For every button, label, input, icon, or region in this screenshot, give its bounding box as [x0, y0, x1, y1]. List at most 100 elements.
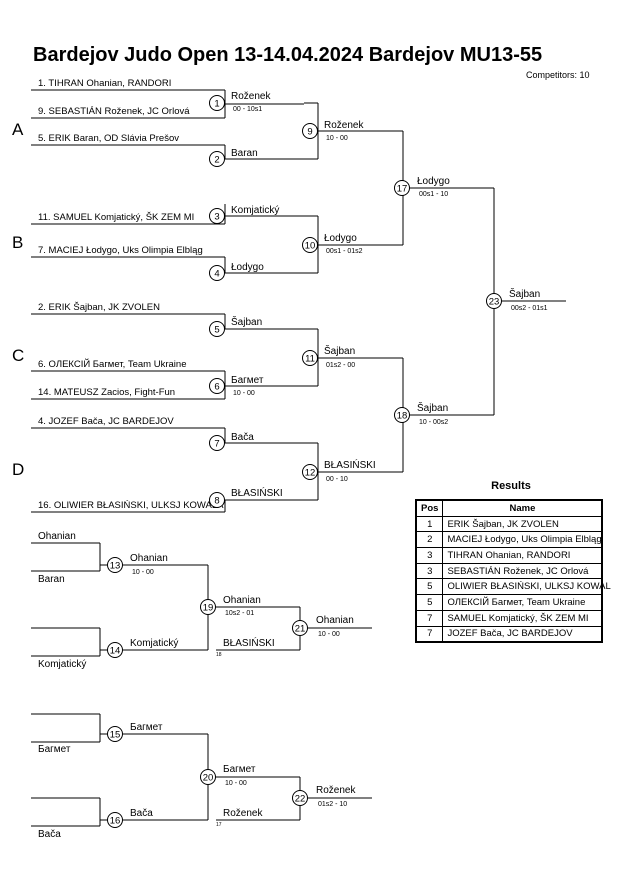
- match-score: 00 - 10s1: [233, 106, 262, 113]
- page-title: Bardejov Judo Open 13-14.04.2024 Bardejo…: [33, 44, 543, 66]
- results-header-row: Pos Name: [415, 499, 603, 517]
- match-number: 8: [214, 496, 219, 507]
- results-pos: 1: [415, 515, 444, 533]
- match-score: 10s2 - 01: [225, 610, 254, 617]
- match-number-circle: [302, 350, 318, 366]
- match-number: 20: [203, 773, 214, 784]
- results-pos: 2: [415, 531, 444, 549]
- match-number-circle: [209, 265, 225, 281]
- match-number: 14: [110, 646, 121, 657]
- results-name: MACIEJ Łodygo, Uks Olimpia Elbląg: [442, 531, 603, 549]
- match-number: 1: [214, 99, 219, 110]
- match-winner: Komjatický: [130, 638, 178, 649]
- results-title: Results: [491, 480, 531, 492]
- match-number-circle: [292, 790, 308, 806]
- pool-label-b: B: [12, 233, 23, 252]
- entry-label: 5. ERIK Baran, OD Slávia Prešov: [38, 133, 179, 144]
- match-number: 19: [203, 603, 214, 614]
- match-number-circle: [209, 435, 225, 451]
- match-number: 23: [489, 297, 500, 308]
- match-number: 12: [305, 468, 316, 479]
- match-score: 01s2 - 10: [318, 801, 347, 808]
- match-score: 00s2 - 01s1: [511, 305, 548, 312]
- match-number-circle: [302, 464, 318, 480]
- match-winner: Łodygo: [324, 233, 357, 244]
- results-name: OLIWIER BŁASIŃSKI, ULKSJ KOWAL: [442, 578, 611, 596]
- match-winner: Bača: [231, 432, 254, 443]
- match-number-circle: [107, 812, 123, 828]
- match-number-circle: [107, 557, 123, 573]
- bracket-lines: [31, 89, 566, 827]
- match-winner: Šajban: [417, 401, 448, 414]
- match-number: 2: [214, 155, 219, 166]
- match-number: 13: [110, 561, 121, 572]
- match-number: 15: [110, 730, 121, 741]
- match-number-circle: [394, 180, 410, 196]
- match-winner: BŁASIŃSKI: [324, 458, 376, 471]
- entry-label: 1. TIHRAN Ohanian, RANDORI: [38, 78, 171, 89]
- match-number: 18: [397, 411, 408, 422]
- entry-label: 16. OLIWIER BŁASIŃSKI, ULKSJ KOWALA: [38, 500, 224, 511]
- match-winner: Багмет: [130, 722, 163, 733]
- match-winner: Ohanian: [316, 615, 354, 626]
- results-name: ОЛЕКСІЙ Багмет, Team Ukraine: [442, 594, 603, 611]
- match-winner: Šajban: [324, 344, 355, 357]
- match-winner: Roženek: [231, 91, 271, 102]
- match-score: 00s1 - 10: [419, 191, 448, 198]
- match-number-circle: [209, 378, 225, 394]
- match-winner: BŁASIŃSKI: [231, 486, 283, 499]
- match-winner: Roženek: [316, 785, 356, 796]
- match-number-circle: [486, 293, 502, 309]
- results-pos: 3: [415, 562, 444, 580]
- match-number-circle: [209, 208, 225, 224]
- match-score: 10 - 00: [233, 390, 255, 397]
- entry-label: 9. SEBASTIÁN Roženek, JC Orlová: [38, 106, 190, 117]
- match-number-circle: [302, 237, 318, 253]
- match-winner: Ohanian: [130, 553, 168, 564]
- match-winner: Šajban: [231, 315, 262, 328]
- repechage-entrant: Багмет: [38, 744, 71, 755]
- match-number: 5: [214, 325, 219, 336]
- results-header-name: Name: [442, 499, 603, 517]
- pool-label-c: C: [12, 346, 24, 365]
- match-winner: Łodygo: [231, 262, 264, 273]
- results-name: SEBASTIÁN Roženek, JC Orlová: [442, 562, 603, 580]
- match-number: 9: [307, 127, 312, 138]
- match-number-circle: [302, 123, 318, 139]
- match-number: 22: [295, 794, 306, 805]
- match-number: 3: [214, 212, 219, 223]
- competitors-count: Competitors: 10: [526, 70, 590, 80]
- match-number-circle: [107, 642, 123, 658]
- repechage-entrant: Ohanian: [38, 531, 76, 542]
- entry-label: 6. ОЛЕКСІЙ Багмет, Team Ukraine: [38, 358, 186, 370]
- results-header-pos: Pos: [415, 499, 444, 517]
- match-score: 10 - 00: [132, 569, 154, 576]
- match-number-circle: [292, 620, 308, 636]
- results-name: ERIK Šajban, JK ZVOLEN: [442, 515, 603, 533]
- match-score: 10 - 00: [225, 780, 247, 787]
- match-score: 01s2 - 00: [326, 362, 355, 369]
- match-number-circle: [394, 407, 410, 423]
- match-winner: Komjatický: [231, 205, 279, 216]
- match-winner: Багмет: [223, 764, 256, 775]
- match-winner: Ohanian: [223, 595, 261, 606]
- match-number-circle: [209, 151, 225, 167]
- entry-label: 11. SAMUEL Komjatický, ŠK ZEM MI: [38, 212, 194, 223]
- results-name: SAMUEL Komjatický, ŠK ZEM MI: [442, 609, 603, 627]
- match-number-circle: [209, 321, 225, 337]
- match-winner: Šajban: [509, 287, 540, 300]
- match-number: 6: [214, 382, 219, 393]
- match-winner: Roženek: [324, 120, 364, 131]
- pool-label-a: A: [12, 120, 24, 139]
- match-number: 17: [397, 184, 408, 195]
- match-winner: Багмет: [231, 375, 264, 386]
- match-score: 10 - 00s2: [419, 419, 448, 426]
